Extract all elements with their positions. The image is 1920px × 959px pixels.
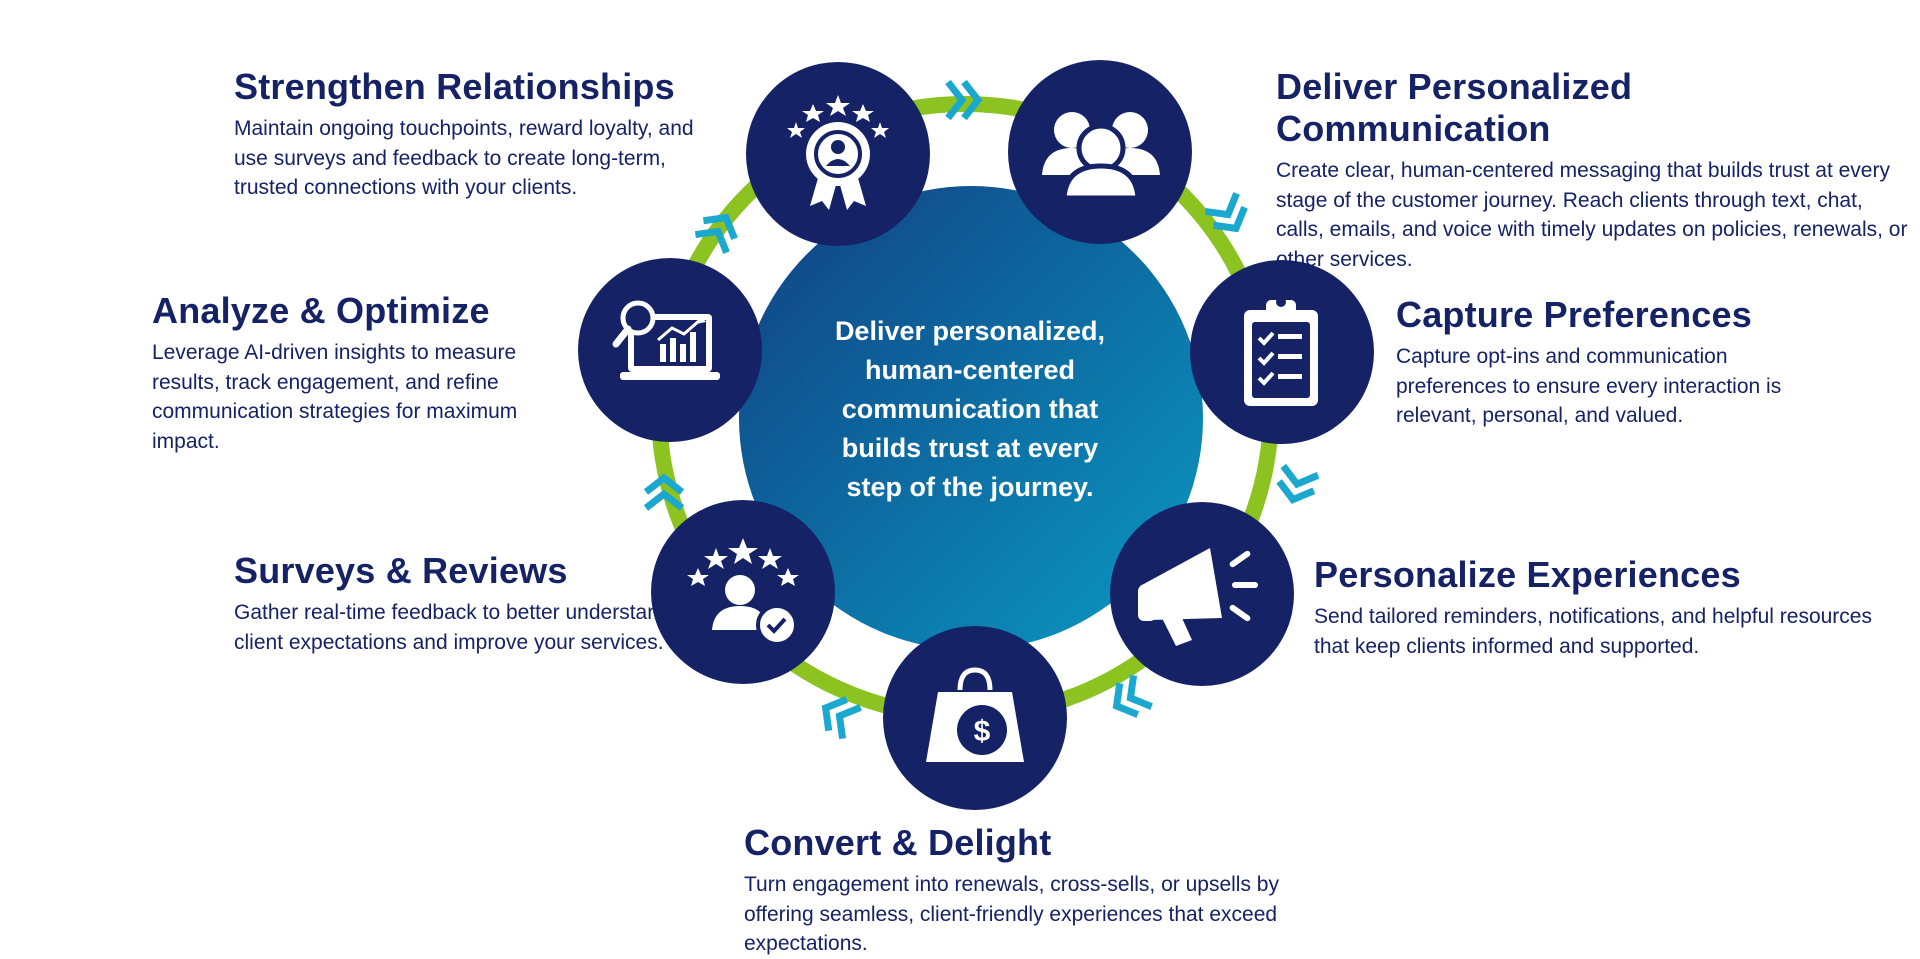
chevron-arrow-icon bbox=[945, 79, 983, 121]
node-capture-preferences bbox=[1190, 260, 1374, 444]
step-personalize-experiences: Personalize Experiences Send tailored re… bbox=[1314, 554, 1874, 661]
step-title: Strengthen Relationships bbox=[234, 66, 675, 107]
center-statement-line: Deliver personalized, bbox=[834, 316, 1106, 346]
step-description: Create clear, human-centered messaging t… bbox=[1276, 159, 1908, 271]
center-statement-line: step of the journey. bbox=[846, 472, 1094, 502]
node-analyze-optimize bbox=[578, 258, 762, 442]
center-statement: Deliver personalized, human-centered com… bbox=[770, 312, 1170, 507]
node-personalize-experiences bbox=[1110, 502, 1294, 686]
step-convert-delight: Convert & Delight Turn engagement into r… bbox=[744, 822, 1344, 959]
chevron-arrow-icon bbox=[1276, 463, 1320, 504]
step-title: Convert & Delight bbox=[744, 822, 1052, 863]
step-title: Personalize Experiences bbox=[1314, 554, 1741, 595]
center-statement-line: human-centered bbox=[864, 355, 1076, 385]
step-surveys-reviews: Surveys & Reviews Gather real-time feedb… bbox=[234, 550, 684, 657]
step-description: Gather real-time feedback to better unde… bbox=[234, 601, 671, 654]
award-badge-icon bbox=[787, 95, 889, 210]
chevron-arrow-icon bbox=[1112, 674, 1153, 718]
step-description: Leverage AI-driven insights to measure r… bbox=[152, 341, 518, 453]
step-strengthen-relationships: Strengthen Relationships Maintain ongoin… bbox=[234, 66, 704, 203]
people-group-icon bbox=[1042, 112, 1160, 201]
step-title: Deliver Personalized Communication bbox=[1276, 66, 1633, 149]
chevron-arrow-icon bbox=[694, 213, 738, 254]
center-circle bbox=[739, 186, 1203, 650]
step-capture-preferences: Capture Preferences Capture opt-ins and … bbox=[1396, 294, 1836, 431]
clipboard-checklist-icon bbox=[1244, 297, 1318, 406]
step-description: Turn engagement into renewals, cross-sel… bbox=[744, 873, 1279, 955]
node-strengthen-relationships bbox=[746, 62, 930, 246]
step-description: Send tailored reminders, notifications, … bbox=[1314, 605, 1872, 658]
node-convert-delight: $ bbox=[883, 626, 1067, 810]
step-description: Maintain ongoing touchpoints, reward loy… bbox=[234, 117, 694, 199]
step-analyze-optimize: Analyze & Optimize Leverage AI-driven in… bbox=[152, 290, 562, 456]
step-deliver-personalized-communication: Deliver Personalized Communication Creat… bbox=[1276, 66, 1916, 274]
chevron-arrow-icon bbox=[643, 473, 685, 511]
star-rating-user-icon bbox=[687, 538, 799, 646]
step-title: Surveys & Reviews bbox=[234, 550, 568, 591]
chevron-arrow-icon bbox=[1204, 192, 1248, 233]
node-surveys-reviews bbox=[651, 500, 835, 684]
chevron-arrow-icon bbox=[821, 696, 862, 740]
node-deliver-personalized-communication bbox=[1008, 60, 1192, 244]
step-description: Capture opt-ins and communication prefer… bbox=[1396, 345, 1782, 427]
analytics-monitor-icon bbox=[612, 300, 720, 380]
center-statement-line: builds trust at every bbox=[841, 433, 1099, 463]
center-statement-line: communication that bbox=[841, 394, 1099, 424]
step-title: Capture Preferences bbox=[1396, 294, 1752, 335]
step-title: Analyze & Optimize bbox=[152, 290, 490, 331]
svg-text:$: $ bbox=[974, 715, 991, 748]
megaphone-icon bbox=[1138, 548, 1258, 646]
shopping-bag-dollar-icon: $ bbox=[926, 667, 1024, 762]
